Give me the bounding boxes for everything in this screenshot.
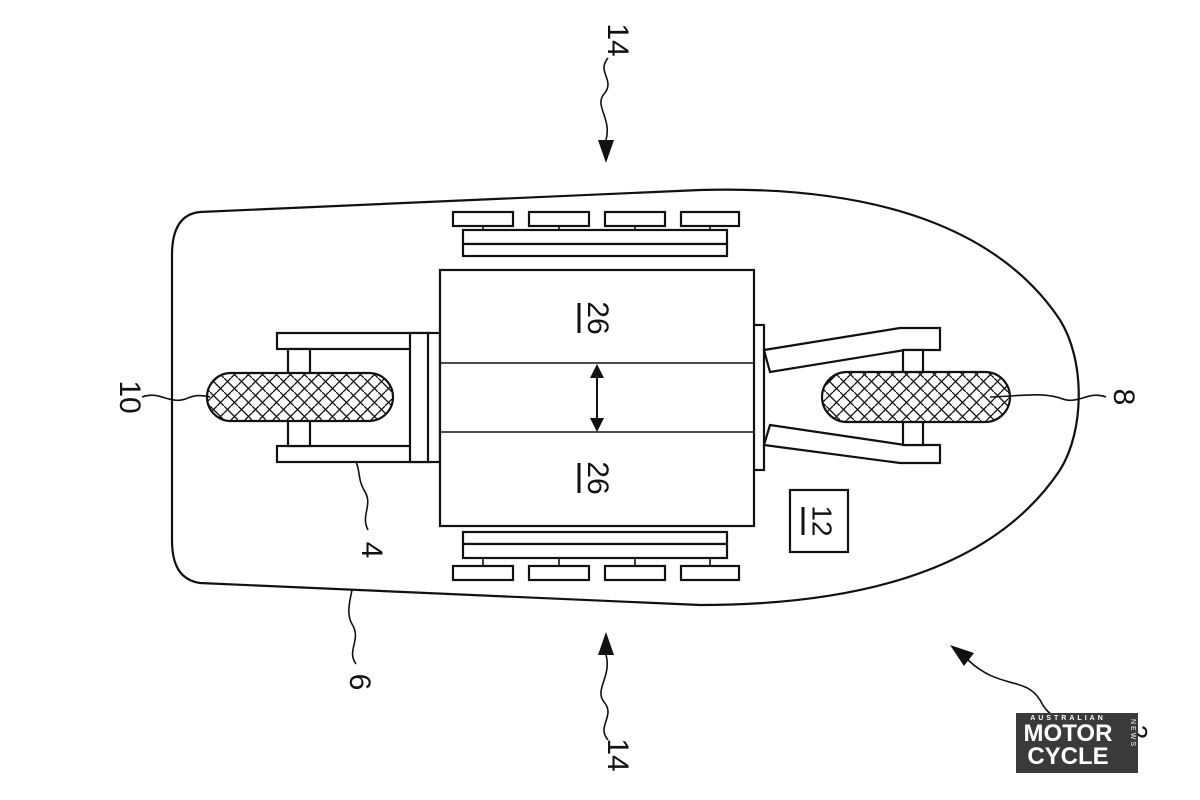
label-26-b: 26 [581, 461, 614, 494]
controller-box [788, 488, 850, 554]
rear-wheel [205, 371, 395, 423]
lower-track [451, 530, 741, 582]
watermark-top-text: AUSTRALIAN [1030, 715, 1106, 722]
label-14-bottom: 14 [601, 738, 634, 771]
label-8: 8 [1107, 389, 1140, 406]
label-14-top: 14 [601, 23, 634, 56]
watermark-line2: CYCLE [1027, 743, 1109, 770]
upper-track [451, 210, 741, 258]
double-arrow [590, 364, 604, 432]
watermark-line1: MOTOR [1023, 720, 1113, 747]
watermark-side-text: NEWS [1129, 719, 1136, 748]
label-6: 6 [343, 674, 376, 691]
label-10: 10 [113, 380, 146, 413]
label-4: 4 [355, 542, 388, 559]
label-12: 12 [807, 505, 838, 536]
label-26-a: 26 [581, 301, 614, 334]
front-wheel [820, 370, 1012, 424]
watermark-logo: AUSTRALIAN MOTOR CYCLE NEWS [1016, 713, 1138, 773]
